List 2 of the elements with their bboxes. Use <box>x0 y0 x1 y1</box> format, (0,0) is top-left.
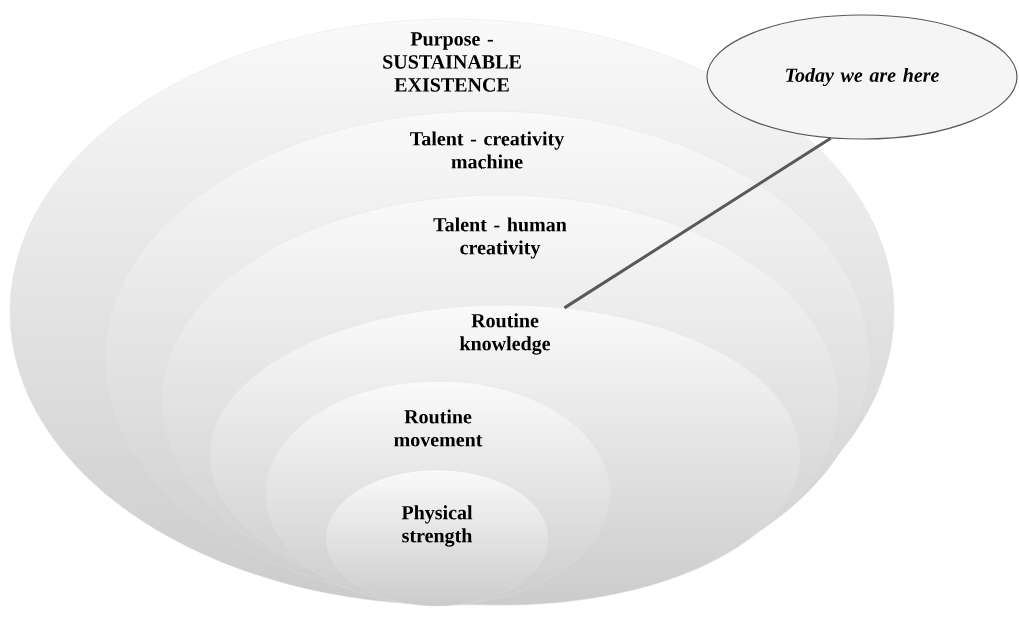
speech-bubble: Today we are here <box>706 14 1018 140</box>
callout-tail <box>563 137 832 310</box>
